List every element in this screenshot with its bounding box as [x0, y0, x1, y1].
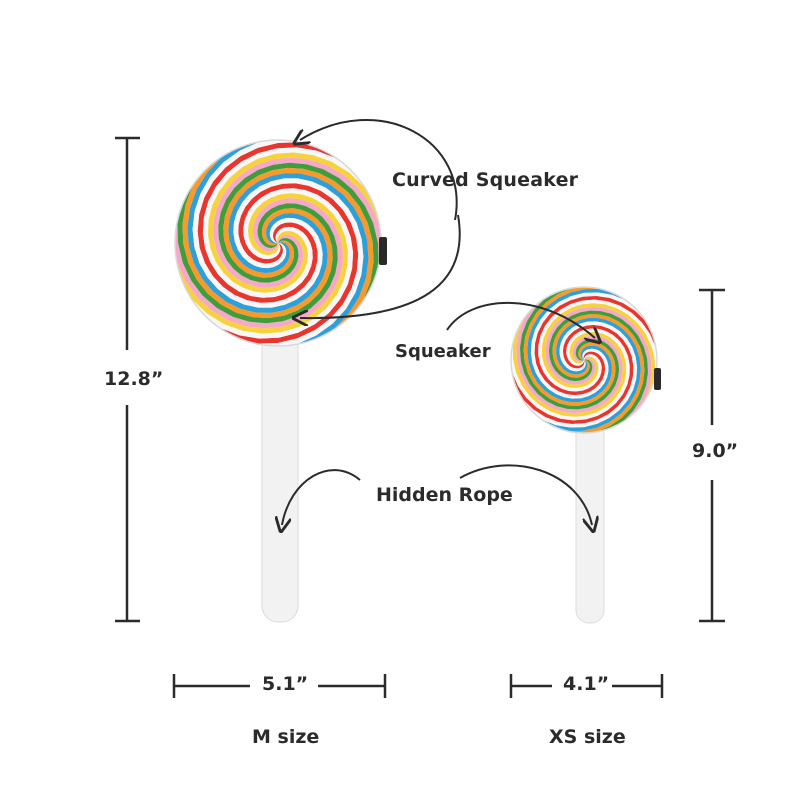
m-lollipop-stick [261, 329, 299, 623]
xs-width-dimension-line [509, 674, 664, 698]
m-height-label: 12.8” [104, 368, 164, 390]
xs-height-label: 9.0” [692, 440, 739, 462]
curved-arrow-icon [459, 464, 592, 525]
xs-width-label: 4.1” [563, 673, 610, 695]
label-tag-icon [654, 368, 661, 390]
curved-arrow-icon [282, 469, 361, 525]
squeaker-callout: Squeaker [395, 341, 491, 362]
m-height-dimension-line [115, 136, 140, 623]
curved-arrow-icon [300, 214, 461, 318]
curved-arrow-icon [446, 301, 595, 338]
hidden-rope-callout: Hidden Rope [376, 484, 513, 506]
label-tag-icon [379, 237, 387, 265]
xs-height-dimension-line [699, 288, 725, 623]
curved-squeaker-callout: Curved Squeaker [392, 169, 579, 191]
m-size-label: M size [252, 726, 320, 748]
curved-arrow-icon [300, 119, 458, 221]
m-width-label: 5.1” [262, 673, 309, 695]
m-width-dimension-line [172, 674, 387, 698]
xs-lollipop-candy [510, 286, 661, 434]
m-lollipop-candy [174, 139, 387, 347]
xs-size-label: XS size [549, 726, 626, 748]
